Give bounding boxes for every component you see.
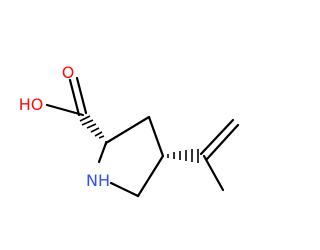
stereo-hashed-bond-c4 (167, 149, 199, 163)
carbonyl-oxygen-label: O (62, 63, 75, 82)
ring-bond-c5-n (109, 181, 140, 198)
vinyl-double-bond-b (205, 123, 240, 161)
ring-nitrogen-label: NH (86, 171, 110, 190)
ring-bond-c4-c5 (136, 154, 165, 198)
ring-bond-n-c2 (97, 141, 108, 164)
ring-bond-c3-c4 (147, 115, 165, 158)
carbonyl-double-bond-a (68, 78, 81, 117)
vinyl-double-bond-a (199, 118, 235, 156)
carboxyl-oh-bond (45, 103, 85, 117)
carbonyl-double-bond-b (75, 76, 88, 115)
molecule-diagram: O HO NH (19, 63, 240, 198)
hydroxyl-label: HO (19, 95, 44, 114)
stereo-hashed-bond-c2 (79, 115, 107, 145)
structure-canvas: O HO NH (19, 63, 240, 198)
methyl-bond (202, 154, 225, 192)
ring-bond-c2-c3 (104, 115, 151, 145)
